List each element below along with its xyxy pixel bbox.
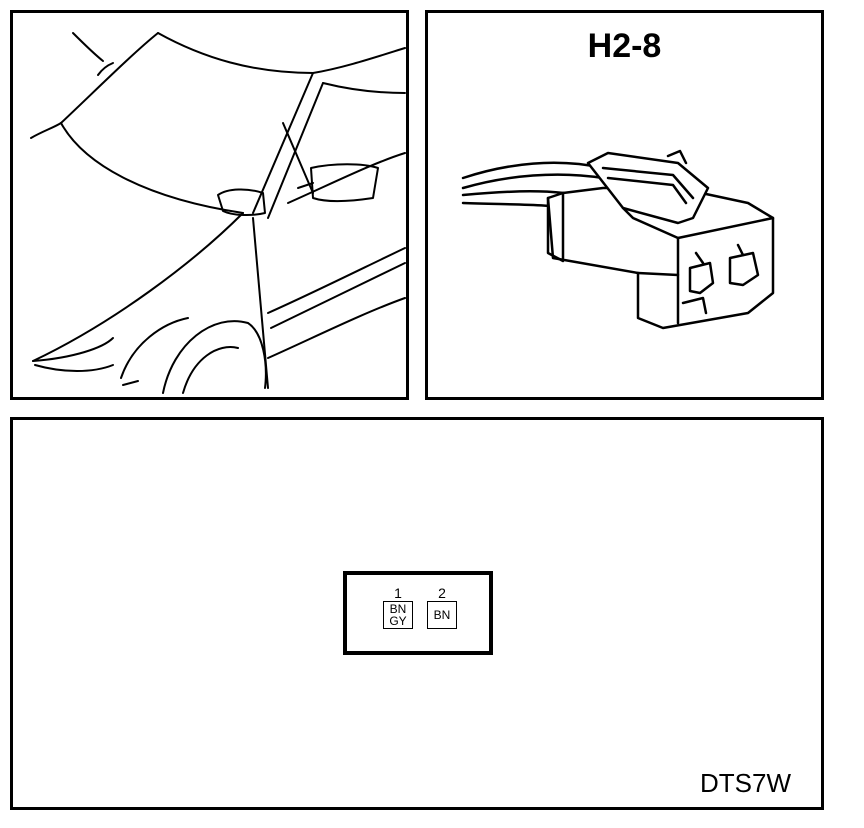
diagram-code: DTS7W xyxy=(700,768,791,798)
two-pin-connector-illustration xyxy=(461,149,775,330)
location-view-panel xyxy=(10,10,409,400)
car-front-quarter-illustration xyxy=(30,32,406,394)
pin-cavity-2: BN xyxy=(427,601,457,629)
pinout-panel: 1 2 BN GY BN DTS7W xyxy=(10,417,824,810)
pin-1-wire-color-bottom: GY xyxy=(389,614,407,628)
connector-face: 1 2 BN GY BN xyxy=(343,571,493,655)
connector-id-label: H2-8 xyxy=(587,27,662,65)
connector-view-panel: H2-8 xyxy=(425,10,824,400)
pin-number-1: 1 xyxy=(394,585,402,601)
pin-number-2: 2 xyxy=(438,585,446,601)
pin-cavity-1: BN GY xyxy=(383,601,413,629)
pin-2-wire-color-top: BN xyxy=(433,608,451,622)
pin-1-wire-color-top: BN xyxy=(389,602,407,616)
